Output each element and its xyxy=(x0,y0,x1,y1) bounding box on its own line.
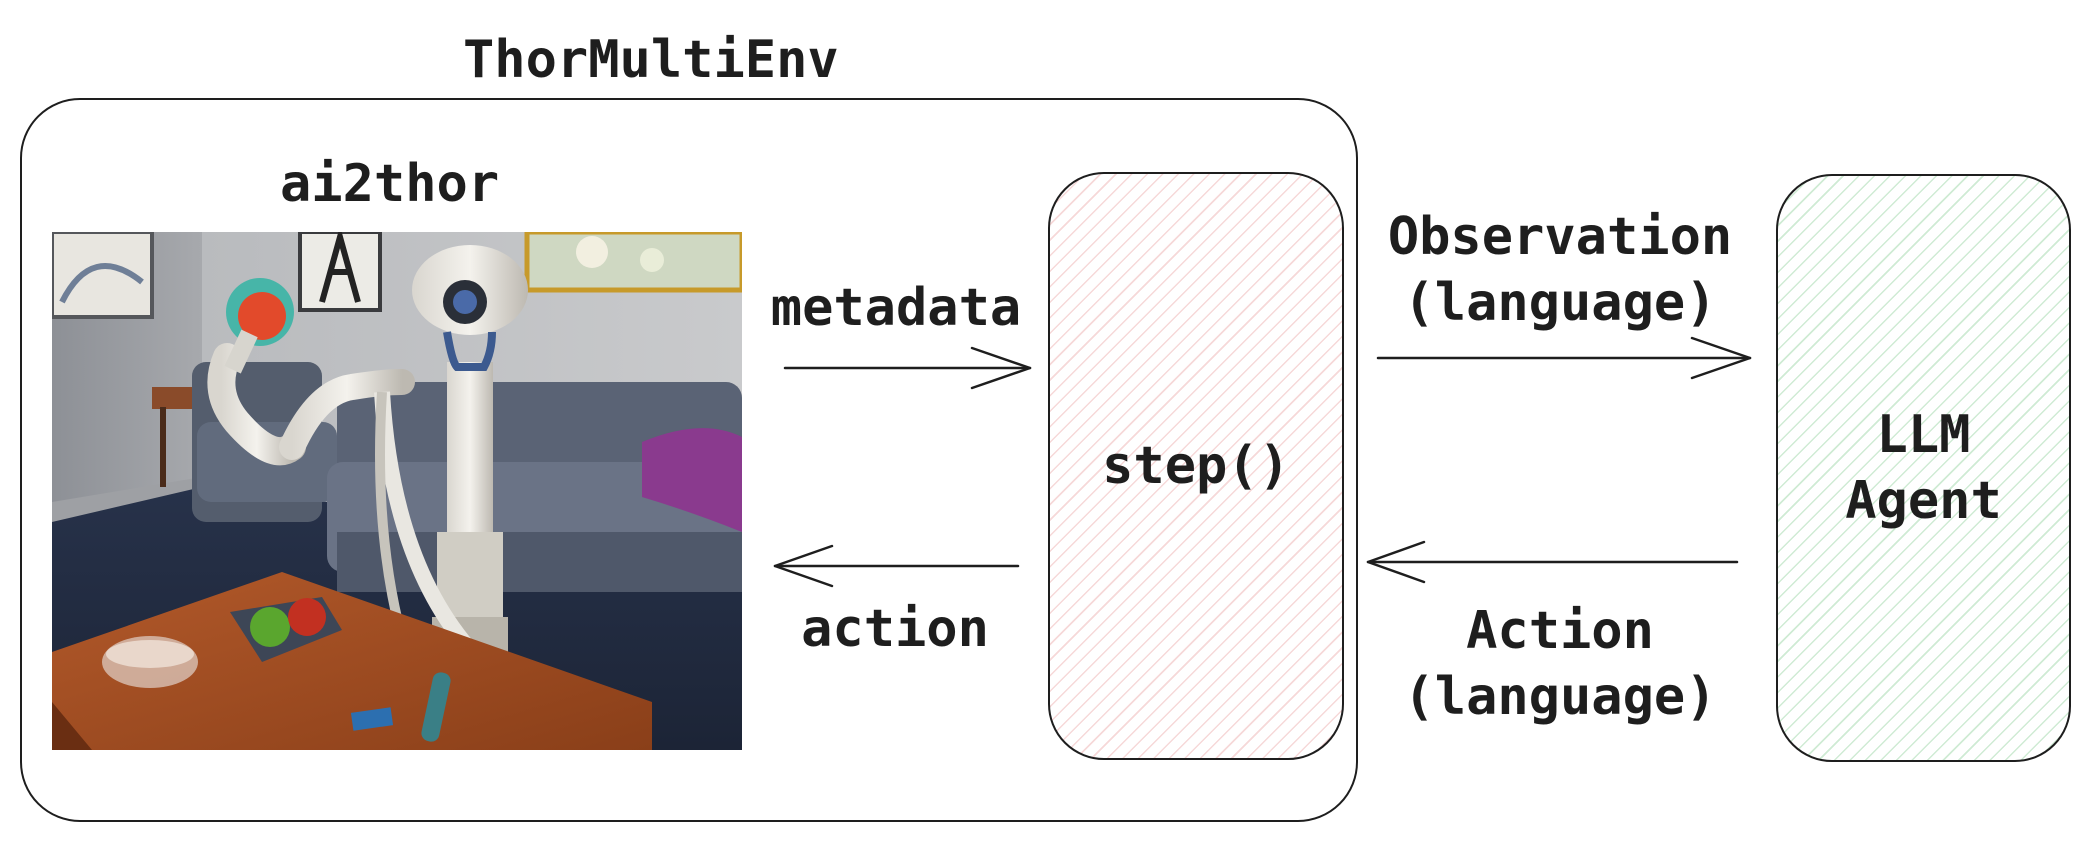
step-function-box: step() xyxy=(1048,172,1344,760)
llm-agent-box: LLM Agent xyxy=(1776,174,2071,762)
metadata-label: metadata xyxy=(770,278,1022,338)
action-language-label-line2: (language) xyxy=(1403,667,1717,727)
simulator-scene-image xyxy=(52,232,742,750)
observation-label: Observation (language) xyxy=(1370,204,1750,336)
env-container xyxy=(20,98,1358,822)
agent-label-line2: Agent xyxy=(1845,471,2002,531)
action-label: action xyxy=(801,599,989,659)
simulator-title: ai2thor xyxy=(280,154,500,214)
env-title: ThorMultiEnv xyxy=(463,30,839,90)
action-language-arrow xyxy=(1366,540,1739,584)
agent-label-line1: LLM xyxy=(1876,405,1971,465)
observation-label-line2: (language) xyxy=(1403,273,1717,333)
step-label: step() xyxy=(1102,436,1290,496)
observation-label-line1: Observation xyxy=(1387,207,1733,267)
action-language-label: Action (language) xyxy=(1370,598,1750,730)
action-language-label-line1: Action xyxy=(1466,601,1654,661)
observation-arrow xyxy=(1376,336,1752,380)
